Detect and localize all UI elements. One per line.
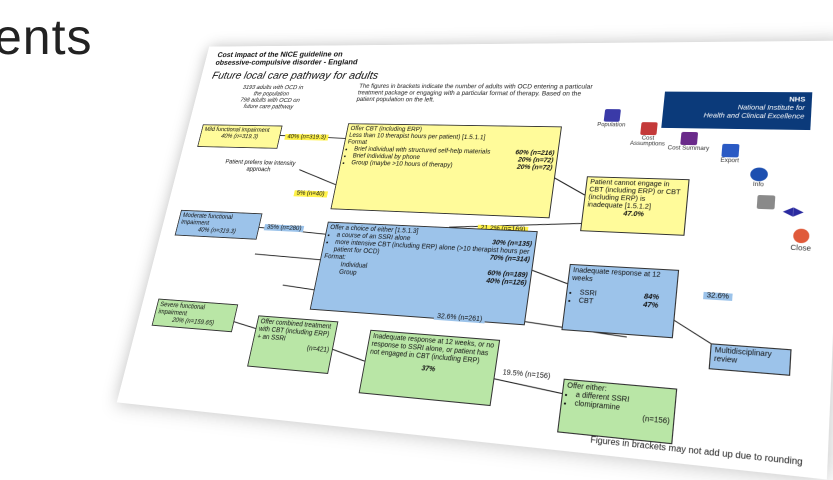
flow-label: 40% (n=319.3) xyxy=(284,133,329,141)
care-pathway-sheet: Cost impact of the NICE guideline on obs… xyxy=(116,40,833,480)
format-value: 40% (n=126) xyxy=(485,277,527,288)
item-text: Group (maybe >10 hours of therapy) xyxy=(350,159,453,169)
inadequate-combined-box: Inadequate response at 12 weeks, or no r… xyxy=(358,329,501,407)
box-value: 40% (n=319.3) xyxy=(220,133,259,140)
item-value: 47% xyxy=(642,301,659,310)
flow-label: 5% (n=40) xyxy=(293,190,328,198)
format-name: Group xyxy=(338,269,358,277)
tilted-sheet: Cost impact of the NICE guideline on obs… xyxy=(116,40,833,480)
cbt-format-list: Brief individual with structured self-he… xyxy=(343,146,555,172)
offer-choice-box: Offer a choice of either [1.5.1.3] a cou… xyxy=(309,221,538,326)
cannot-engage-box: Patient cannot engage in CBT (including … xyxy=(580,176,690,236)
box-text: Patient cannot engage in CBT (including … xyxy=(586,179,681,211)
item-text: CBT xyxy=(578,297,594,306)
box-title: Inadequate response at 12 weeks xyxy=(571,267,661,284)
mild-impairment-box: Mild functional impairment 40% (n=319.3) xyxy=(197,124,283,149)
item-text: SSRI xyxy=(579,289,598,298)
prefers-low-intensity: Patient prefers low intensity approach xyxy=(224,159,296,174)
item-value: 20% (n=72) xyxy=(516,164,553,172)
background-slide-title: ents xyxy=(0,9,93,65)
moderate-impairment-box: Moderate functional impairment 40% (n=31… xyxy=(174,209,263,240)
offer-cbt-box: Offer CBT (including ERP) Less than 10 t… xyxy=(330,123,562,219)
inadequate-12-weeks-box: Inadequate response at 12 weeks SSRI84% … xyxy=(561,263,680,339)
combined-treatment-box: Offer combined treatment with CBT (inclu… xyxy=(247,315,339,374)
